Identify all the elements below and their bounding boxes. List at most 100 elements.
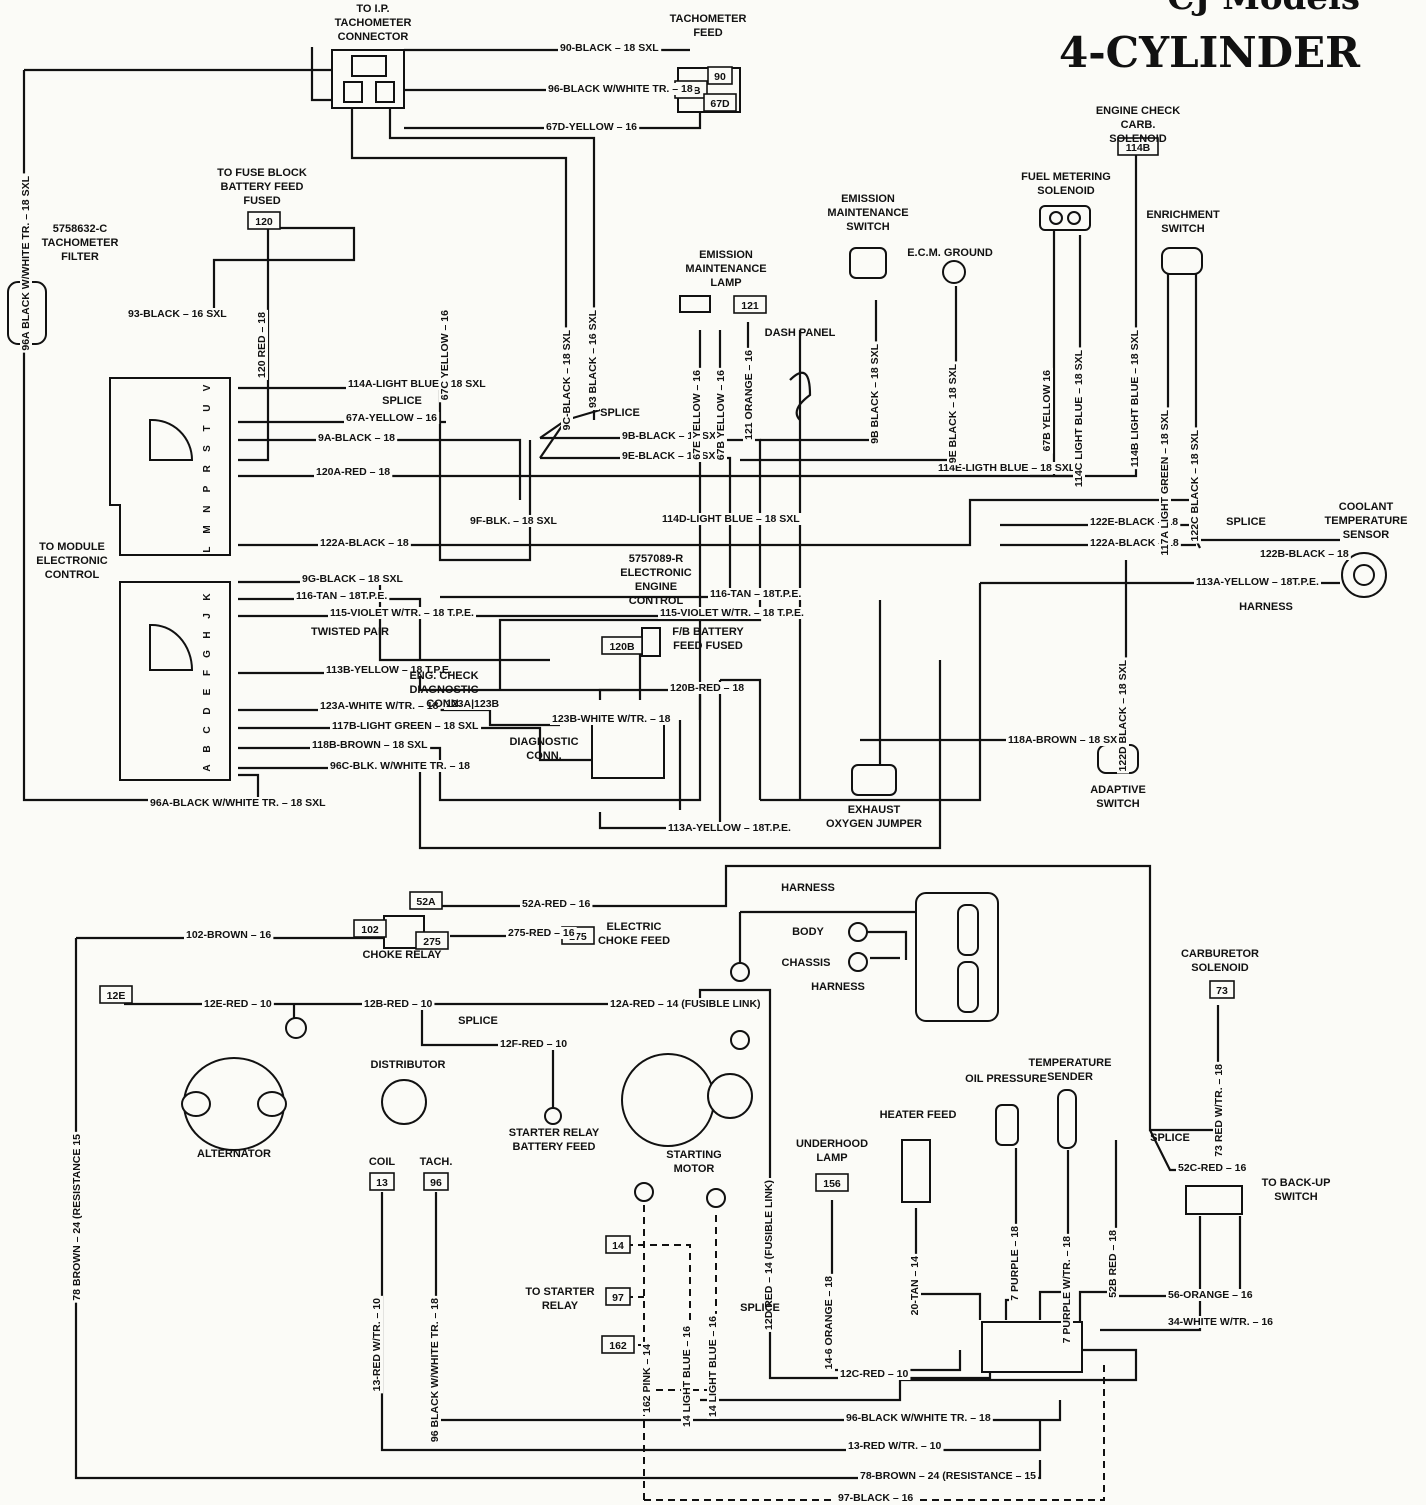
circuit-tag: 13 <box>376 1177 388 1189</box>
lamp-symbol <box>634 1182 654 1202</box>
circuit-tag-box <box>707 66 733 85</box>
vertical-wire-label: 67B YELLOW 16 <box>1041 370 1053 452</box>
wire-labels: 90-BLACK – 18 SXL 96-BLACK W/WHITE TR. – … <box>126 42 1351 1504</box>
vertical-wire-label: 162 PINK – 14 <box>641 1344 653 1413</box>
wire-label: 9G-BLACK – 18 SXL <box>302 573 404 585</box>
emission-lamp-connector <box>679 295 711 313</box>
pin-label: L <box>202 547 213 553</box>
wire-label: 102-BROWN – 16 <box>186 929 271 941</box>
circuit-tag: 102 <box>361 924 379 936</box>
vertical-wire-label: 67E YELLOW – 16 <box>691 370 703 460</box>
temperature-sender <box>1057 1089 1077 1149</box>
wire-label: 96A-BLACK W/WHITE TR. – 18 SXL <box>150 797 326 809</box>
caption-harness-2: HARNESS <box>781 882 835 894</box>
wire-label: 93-BLACK – 16 SXL <box>128 308 227 320</box>
circuit-tag: 67D <box>710 98 730 110</box>
ecm-lower-key <box>149 623 194 671</box>
vertical-wire-label: 14 LIGHT BLUE – 16 <box>707 1316 719 1417</box>
circuit-tags: 9096B67D120114B121120B52A10227527512E731… <box>99 66 1235 1354</box>
wire-label: 96C-BLK. W/WHITE TR. – 18 <box>330 760 470 772</box>
circuit-tag-box <box>1209 980 1235 999</box>
caption-splice-3: SPLICE <box>1226 516 1266 528</box>
circuit-tag: 73 <box>1216 985 1228 997</box>
wire-label: 52A-RED – 16 <box>522 898 590 910</box>
fb-battery-connector <box>641 627 661 657</box>
wire-label: 113B-YELLOW – 18 T.P.E. <box>326 664 452 676</box>
circuit-tag-box <box>703 93 737 112</box>
vertical-wire-label: 9B BLACK – 18 SXL <box>869 343 881 443</box>
pin-label: T <box>202 425 213 431</box>
coolant-sensor-core <box>1353 564 1375 586</box>
vertical-wire-label: 121 ORANGE – 16 <box>743 350 755 440</box>
tach-connector-pin <box>343 81 363 103</box>
pin-label: H <box>202 631 213 638</box>
pin-label: E <box>202 688 213 695</box>
caption-tach: TACH. <box>420 1156 453 1168</box>
diagnostic-connector <box>591 721 665 779</box>
circuit-tag-box <box>601 1335 635 1354</box>
wire-label: 9E-BLACK – 18 SXL <box>622 450 722 462</box>
caption-harness-1: HARNESS <box>1239 601 1293 613</box>
caption-splice-1: SPLICE <box>382 395 422 407</box>
wire-label: 96-BLACK W/WHITE TR. – 18 <box>548 83 693 95</box>
wire-label: 12A-RED – 14 (FUSIBLE LINK) <box>610 998 761 1010</box>
circuit-tag-box <box>409 891 443 910</box>
pin-label: S <box>202 445 213 452</box>
pin-label: R <box>202 464 213 472</box>
vertical-wire-label: 14 LIGHT BLUE – 16 <box>681 1326 693 1427</box>
pin-label: B <box>202 745 213 752</box>
lamp-symbol <box>706 1188 726 1208</box>
wire-label: 113A-YELLOW – 18T.P.E. <box>668 822 791 834</box>
vertical-wire-label: 122D BLACK – 18 SXL <box>1117 659 1129 771</box>
wire-label: 116-TAN – 18T.P.E. <box>296 590 387 602</box>
vertical-wire-label: 73 RED W/TR. – 18 <box>1213 1064 1225 1157</box>
circuit-tag: 120B <box>609 641 635 653</box>
ground-terminal <box>730 1030 750 1050</box>
circuit-tag: 162 <box>609 1340 627 1352</box>
circuit-tag: 97 <box>612 1292 624 1304</box>
vertical-wire-label: 12D RED – 14 (FUSIBLE LINK) <box>763 1180 775 1330</box>
wire-label: 275-RED – 16 <box>508 927 575 939</box>
fuel-metering-solenoid-body <box>1039 205 1091 231</box>
tach-connector-pin <box>351 55 387 77</box>
dash-panel-symbol <box>789 371 812 421</box>
caption-choke-relay: CHOKE RELAY <box>362 949 442 961</box>
pin-label: M <box>202 525 213 533</box>
pin-label: A <box>202 764 213 771</box>
wire-label: 13-RED W/TR. – 10 <box>848 1440 942 1452</box>
solenoid-terminal <box>1049 211 1063 225</box>
vertical-wire-label: 96A BLACK W/WHITE TR. – 18 SXL <box>20 175 32 350</box>
ground-block-slot <box>957 904 979 956</box>
circuit-tag: 120 <box>255 216 273 228</box>
caption-harness-3: HARNESS <box>811 981 865 993</box>
wire-label: 114E-LIGTH BLUE – 18 SXL <box>938 462 1076 474</box>
chassis-ground-symbol <box>848 952 868 972</box>
circuit-tag-box <box>415 931 449 950</box>
wire-label: 114D-LIGHT BLUE – 18 SXL <box>662 513 800 525</box>
wire-label: 90-BLACK – 18 SXL <box>560 42 659 54</box>
wire-label: 67D-YELLOW – 16 <box>546 121 637 133</box>
vertical-wire-label: 96 BLACK W/WHITE TR. – 18 <box>429 1298 441 1442</box>
vertical-wire-label: 9E BLACK – 18 SXL <box>947 363 959 463</box>
wire-label: 118A-BROWN – 18 SXL <box>1008 734 1124 746</box>
circuit-tag: 156 <box>823 1178 841 1190</box>
pin-label: J <box>202 613 213 619</box>
vertical-wire-label: 117A LIGHT GREEN – 18 SXL <box>1159 409 1171 555</box>
circuit-tag-box <box>99 985 133 1004</box>
wire-label: 122E-BLACK – 18 <box>1090 516 1178 528</box>
vertical-wire-label: 20-TAN – 14 <box>909 1256 921 1315</box>
caption-heater-feed: HEATER FEED <box>880 1109 957 1121</box>
caption-coil: COIL <box>369 1156 396 1168</box>
